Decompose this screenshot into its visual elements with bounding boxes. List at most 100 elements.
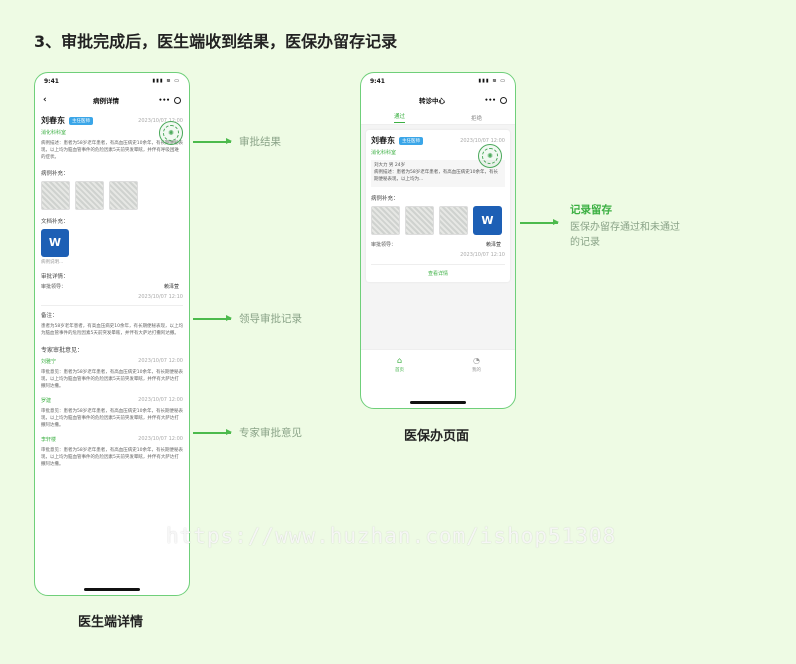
approver-label: 审批领导： xyxy=(41,283,67,290)
approval-date: 2023/10/07 12:10 xyxy=(460,251,505,258)
case-image-thumb[interactable] xyxy=(439,205,468,235)
record-card[interactable]: 刘春东 主任医师 2023/10/07 12:00 消化科科室 ✺ 刘大力 男 … xyxy=(366,130,510,282)
expert-date: 2023/10/07 12:00 xyxy=(138,358,183,365)
case-image-thumb[interactable] xyxy=(109,180,138,210)
file-name: 病例说明... xyxy=(41,259,64,265)
approval-detail-label: 审批详情： xyxy=(41,273,69,280)
tabbar-home[interactable]: ⌂ 首页 xyxy=(395,356,404,373)
profile-icon: ◔ xyxy=(473,356,480,365)
doctor-name: 刘春东 xyxy=(41,116,65,125)
detail-content: 刘春东 主任医师 2023/10/07 12:00 消化科科室 ✺ 病例描述：患… xyxy=(35,111,189,473)
insurance-office-phone: 9:41 ▮▮▮ ≋ ▭ 转诊中心 ••• 通过 拒绝 刘春东 主任医师 202… xyxy=(360,72,516,409)
close-target-icon[interactable] xyxy=(174,96,181,104)
title-badge: 主任医师 xyxy=(69,116,93,125)
case-image-thumb[interactable] xyxy=(75,180,104,210)
record-list: 刘春东 主任医师 2023/10/07 12:00 消化科科室 ✺ 刘大力 男 … xyxy=(361,125,515,349)
tabbar-label: 首页 xyxy=(395,368,404,373)
expert-opinion-item: 李轩楼 2023/10/07 12:00 审批意见：患者为58岁老年患者，有高血… xyxy=(41,436,183,469)
approved-stamp-icon: ✺ xyxy=(478,144,502,168)
tab-rejected[interactable]: 拒绝 xyxy=(470,115,482,122)
status-bar: 9:41 ▮▮▮ ≋ ▭ xyxy=(361,73,515,89)
remark-text: 患者为58岁老年患者，有高血压病史10余年，有长期便秘表现，以上均为脑血管事件的… xyxy=(41,323,183,336)
expert-opinion-item: 刘雅宁 2023/10/07 12:00 审批意见：患者为58岁老年患者，有高血… xyxy=(41,358,183,391)
doctor-header: 刘春东 主任医师 2023/10/07 12:00 xyxy=(41,115,183,126)
doctor-detail-phone: 9:41 ▮▮▮ ≋ ▭ ‹ 病例详情 ••• 刘春东 主任医师 2023/10… xyxy=(34,72,190,596)
filter-tabs: 通过 拒绝 xyxy=(361,111,515,125)
expert-name: 李轩楼 xyxy=(41,436,57,443)
arrow-icon xyxy=(193,429,232,435)
expert-name: 罗建 xyxy=(41,397,52,404)
divider xyxy=(41,304,183,306)
case-image-list xyxy=(41,180,183,210)
note-leader-record: 领导审批记录 xyxy=(239,313,302,325)
expert-name: 刘雅宁 xyxy=(41,358,57,365)
case-supplement-label: 病例补充： xyxy=(41,170,69,177)
nav-bar: ‹ 病例详情 ••• xyxy=(35,89,189,111)
word-document-icon[interactable]: W xyxy=(41,228,69,257)
case-image-thumb[interactable] xyxy=(371,205,400,235)
department: 消化科科室 xyxy=(41,130,67,136)
expert-date: 2023/10/07 12:00 xyxy=(138,397,183,404)
department: 消化科科室 xyxy=(371,150,397,156)
watermark: https://www.huzhan.com/ishop51308 xyxy=(166,524,617,548)
more-icon[interactable]: ••• xyxy=(158,96,170,104)
stamp-glyph: ✺ xyxy=(487,152,493,160)
signal-wifi-battery-icon: ▮▮▮ ≋ ▭ xyxy=(152,78,180,84)
home-icon: ⌂ xyxy=(396,356,403,365)
status-time: 9:41 xyxy=(370,77,385,85)
note-approval-result: 审批结果 xyxy=(239,136,281,148)
nav-bar: 转诊中心 ••• xyxy=(361,89,515,111)
doc-supplement-label: 文档补充： xyxy=(41,218,69,225)
title-badge: 主任医师 xyxy=(399,136,423,145)
tabbar-label: 我的 xyxy=(472,368,481,373)
note-record-keep-desc: 医保办留存通过和未通过的记录 xyxy=(570,222,680,248)
tabbar-mine[interactable]: ◔ 我的 xyxy=(472,356,481,373)
submit-date: 2023/10/07 12:00 xyxy=(460,137,505,144)
nav-title: 转诊中心 xyxy=(419,97,445,105)
approved-stamp-icon: ✺ xyxy=(159,121,183,145)
arrow-icon xyxy=(193,315,232,321)
arrow-icon xyxy=(520,219,559,225)
expert-opinion-text: 审批意见：患者为58岁老年患者，有高血压病史10余年，有长期便秘表现，以上均为脑… xyxy=(41,369,183,389)
mini-program-capsule[interactable]: ••• xyxy=(477,96,507,104)
note-expert-opinion: 专家审批意见 xyxy=(239,427,302,439)
signal-wifi-battery-icon: ▮▮▮ ≋ ▭ xyxy=(478,78,506,84)
case-image-thumb[interactable] xyxy=(405,205,434,235)
case-description: 病例描述：患者为58岁老年患者，有高血压病史10余年，有长期便秘表现，以上均为.… xyxy=(374,169,498,182)
remark-label: 备注： xyxy=(41,312,58,319)
submit-date: 2023/10/07 12:00 xyxy=(138,117,183,124)
approver-row: 审批领导： 赖泽萱 xyxy=(41,283,183,290)
case-supplement-label: 病例补充： xyxy=(371,195,399,202)
note-record-keep-title: 记录留存 xyxy=(570,204,612,216)
approver-value: 赖泽萱 xyxy=(485,241,501,248)
nav-title: 病例详情 xyxy=(93,97,119,105)
case-description: 病例描述：患者为58岁老年患者，有高血压病史10余年，有长期便秘表现，以上均为脑… xyxy=(41,141,183,160)
tab-approved[interactable]: 通过 xyxy=(393,112,405,123)
approver-row: 审批领导： 赖泽萱 xyxy=(371,241,505,248)
arrow-icon xyxy=(193,138,232,144)
more-icon[interactable]: ••• xyxy=(484,96,496,104)
caption-doctor-detail: 医生端详情 xyxy=(78,615,144,630)
expert-opinion-text: 审批意见：患者为58岁老年患者，有高血压病史10余年，有长期便秘表现，以上均为脑… xyxy=(41,408,183,428)
expert-section-label: 专家审批意见： xyxy=(41,346,84,354)
case-image-list: W xyxy=(371,205,505,235)
page-heading: 3、审批完成后，医生端收到结果，医保办留存记录 xyxy=(34,32,398,51)
close-target-icon[interactable] xyxy=(500,96,507,104)
bottom-tabbar: ⌂ 首页 ◔ 我的 xyxy=(361,349,515,379)
expert-opinion-text: 审批意见：患者为58岁老年患者，有高血压病史10余年，有长期便秘表现，以上均为脑… xyxy=(41,447,183,467)
back-arrow-icon[interactable]: ‹ xyxy=(43,95,47,105)
caption-insurance-page: 医保办页面 xyxy=(404,429,470,444)
case-image-thumb[interactable] xyxy=(41,180,70,210)
stamp-glyph: ✺ xyxy=(168,129,174,137)
word-document-icon[interactable]: W xyxy=(473,205,502,235)
mini-program-capsule[interactable]: ••• xyxy=(151,96,181,104)
doctor-name: 刘春东 xyxy=(371,136,395,145)
status-bar: 9:41 ▮▮▮ ≋ ▭ xyxy=(35,73,189,89)
approval-date: 2023/10/07 12:10 xyxy=(138,293,183,300)
home-indicator xyxy=(84,588,140,591)
approver-value: 赖泽萱 xyxy=(163,283,179,290)
view-detail-link[interactable]: 查看详情 xyxy=(371,263,505,277)
status-time: 9:41 xyxy=(44,77,59,85)
home-indicator xyxy=(410,401,466,404)
expert-opinion-item: 罗建 2023/10/07 12:00 审批意见：患者为58岁老年患者，有高血压… xyxy=(41,397,183,430)
